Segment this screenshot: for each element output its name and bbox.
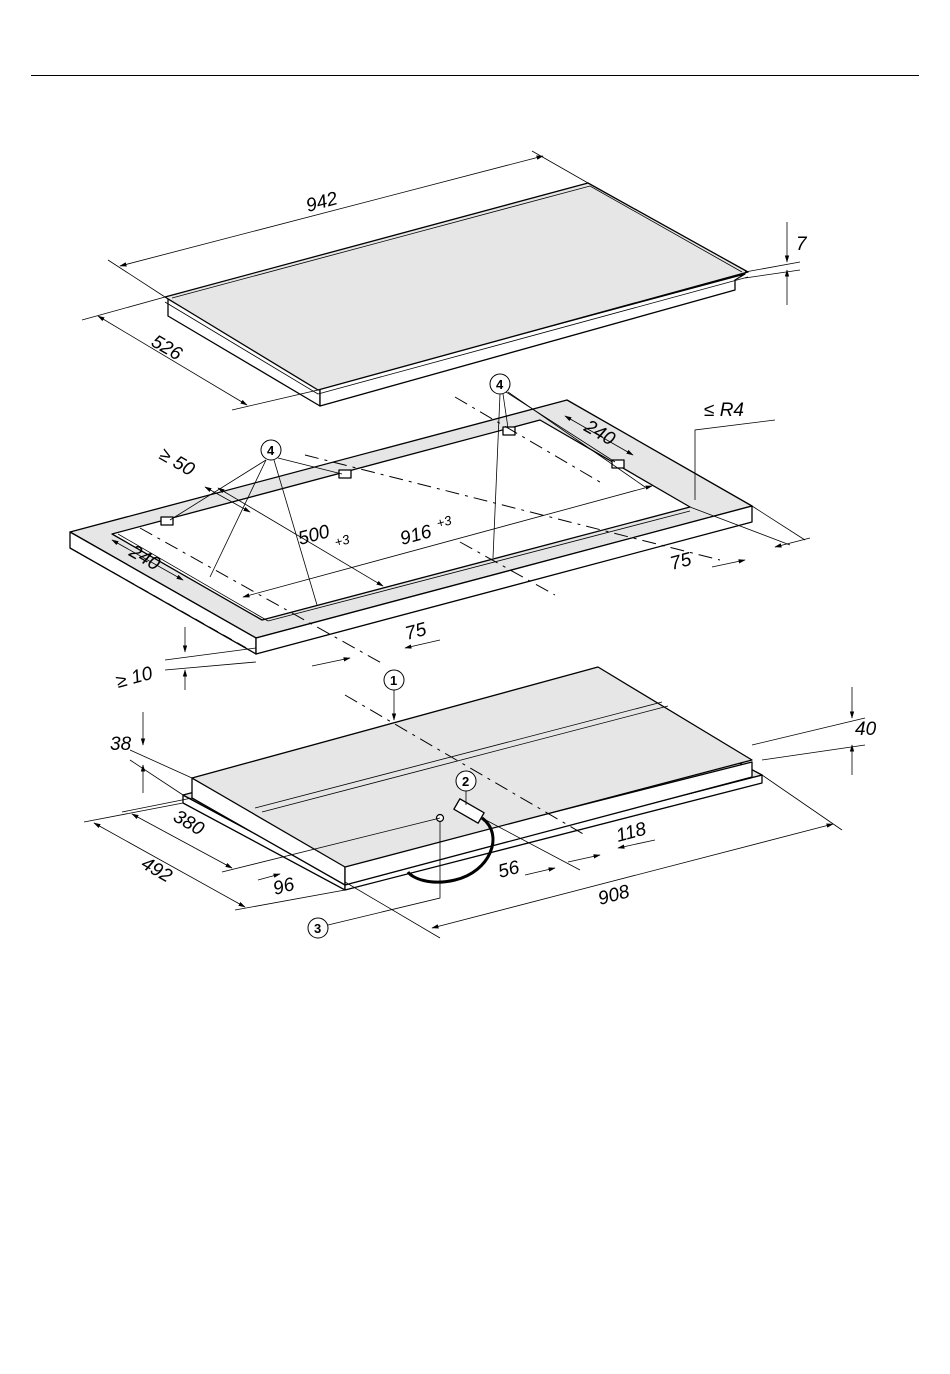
clip-4-a bbox=[161, 517, 173, 525]
label-916: 916 bbox=[398, 521, 434, 550]
label-492: 492 bbox=[138, 853, 176, 887]
svg-text:1: 1 bbox=[390, 673, 397, 688]
svg-text:4: 4 bbox=[267, 443, 275, 458]
svg-text:4: 4 bbox=[496, 377, 504, 392]
label-40: 40 bbox=[855, 719, 877, 740]
label-526: 526 bbox=[148, 331, 186, 365]
glass-hob bbox=[165, 183, 748, 406]
callout-1: 1 bbox=[384, 670, 404, 720]
label-7: 7 bbox=[796, 234, 808, 255]
label-r4: ≤ R4 bbox=[704, 400, 744, 421]
label-min-50: ≥ 50 bbox=[156, 444, 199, 481]
dim-40: 40 bbox=[752, 687, 877, 775]
label-min-10: ≥ 10 bbox=[114, 663, 155, 693]
label-56: 56 bbox=[496, 857, 522, 883]
dim-38: 38 bbox=[110, 712, 192, 795]
label-96: 96 bbox=[271, 874, 297, 900]
svg-text:3: 3 bbox=[314, 921, 321, 936]
worktop-right-face bbox=[256, 506, 752, 654]
dim-500: 500 +3 bbox=[218, 488, 383, 586]
label-38: 38 bbox=[110, 734, 132, 755]
worktop-front-face bbox=[70, 532, 256, 654]
dim-7: 7 bbox=[745, 222, 808, 305]
label-500-tol: +3 bbox=[333, 531, 352, 550]
svg-text:2: 2 bbox=[462, 774, 469, 789]
label-908: 908 bbox=[596, 881, 632, 910]
label-75-front: 75 bbox=[403, 619, 429, 645]
label-500: 500 bbox=[296, 521, 332, 550]
label-916-tol: +3 bbox=[435, 512, 454, 531]
label-942: 942 bbox=[304, 188, 340, 217]
